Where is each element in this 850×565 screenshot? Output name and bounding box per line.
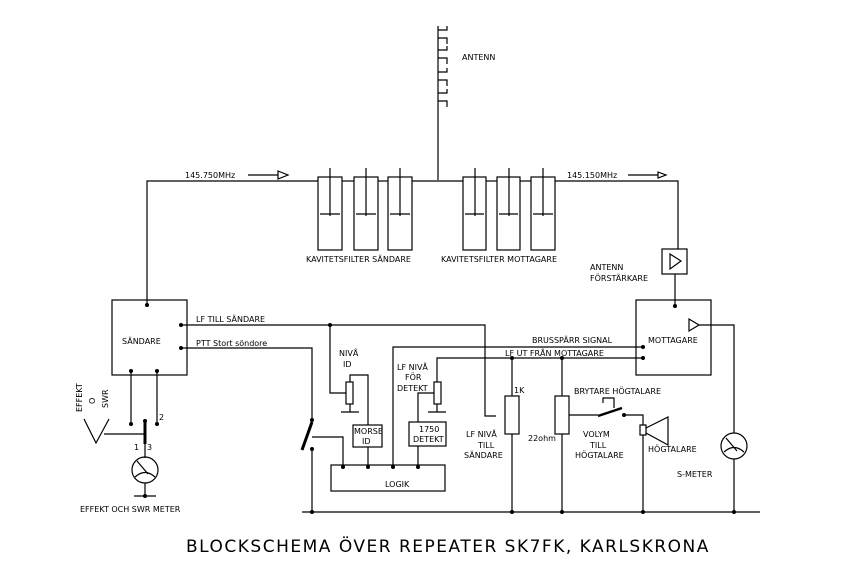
lf-to-transmitter-label: LF TILL SÄNDARE	[196, 314, 265, 324]
detector-1750-block	[408, 421, 447, 447]
s-meter-label: S-METER	[677, 470, 713, 479]
antenna-preamp-block	[661, 248, 688, 275]
lf-out-receiver-label: LF UT FRÅN MOTTAGARE	[505, 347, 604, 358]
morse-id-label-2: ID	[362, 437, 371, 446]
r22-label: 22ohm	[528, 434, 556, 443]
cavity-filter-tx-label: KAVITETSFILTER SÄNDARE	[306, 254, 411, 264]
lf-level-tx-label-2: TILL	[477, 441, 495, 450]
speaker-icon	[639, 416, 669, 447]
level-id-label-1: NIVÅ	[339, 347, 359, 358]
level-id-label-2: ID	[343, 360, 352, 369]
ptt-label: PTT Stort söndore	[196, 339, 267, 348]
morse-id-label-1: MORSE	[354, 427, 383, 436]
s-meter-icon	[720, 432, 748, 460]
tx-feed-wire	[146, 180, 318, 305]
logic-block	[330, 464, 446, 492]
preamp-label-2: FÖRSTÄRKARE	[590, 273, 648, 283]
detector-1750-label-2: DETEKT	[413, 435, 444, 444]
receiver-amp-icon	[688, 317, 701, 333]
swr-label-1: EFFEKT	[75, 383, 84, 412]
switch-pos-1: 1	[134, 443, 139, 452]
lf-level-detect-label-3: DETEKT	[397, 384, 428, 393]
tx-frequency: 145.750MHz	[185, 171, 235, 180]
lf-level-tx-label-1: LF NIVÅ	[466, 428, 497, 439]
cavity-filter-tx-group	[317, 168, 413, 251]
squelch-signal-label: BRUSSPÄRR SIGNAL	[532, 335, 613, 345]
cavity-filter-rx-label: KAVITETSFILTER MOTTAGARE	[441, 255, 557, 264]
logic-label: LOGIK	[385, 480, 410, 489]
swr-meter-label: EFFEKT OCH SWR METER	[80, 505, 181, 514]
transmit-antenna-icon	[83, 418, 110, 445]
rx-feed-wire	[555, 180, 679, 249]
receiver-block	[635, 299, 712, 376]
amplifier-icon	[669, 252, 683, 271]
lf-level-tx-potentiometer	[504, 395, 520, 435]
rx-direction-arrow-icon	[628, 171, 668, 179]
swr-meter-icon	[131, 456, 159, 484]
volume-label-2: TILL	[589, 441, 607, 450]
receiver-label: MOTTAGARE	[648, 336, 698, 345]
lf-level-detect-potentiometer	[433, 381, 442, 405]
volume-label-3: HÖGTALARE	[575, 450, 624, 460]
lf-level-detect-label-1: LF NIVÅ	[397, 361, 428, 372]
r1k-label: 1K	[514, 386, 525, 395]
lf-level-tx-label-3: SÄNDARE	[464, 450, 503, 460]
transmitter-label: SÄNDARE	[122, 336, 161, 346]
swr-label-3: SWR	[101, 389, 110, 408]
cavity-filter-rx-group	[462, 168, 556, 251]
antenna-label: ANTENN	[462, 53, 495, 62]
speaker-switch	[597, 406, 623, 418]
transmitter-block	[111, 299, 188, 376]
rx-frequency: 145.150MHz	[567, 171, 617, 180]
preamp-label-1: ANTENN	[590, 263, 623, 272]
volume-label-1: VOLYM	[583, 430, 610, 439]
lf-level-detect-label-2: FÖR	[405, 372, 422, 382]
speaker-switch-label: BRYTARE HÖGTALARE	[574, 386, 661, 396]
volume-potentiometer	[554, 395, 570, 435]
tx-direction-arrow-icon	[248, 170, 290, 180]
swr-label-2: O	[88, 398, 97, 404]
speaker-label: HÖGTALARE	[648, 444, 697, 454]
detector-1750-label-1: 1750	[419, 425, 439, 434]
level-id-potentiometer	[345, 381, 354, 405]
antenna-icon	[437, 26, 448, 180]
ptt-switch	[300, 421, 314, 451]
switch-pos-3: 3	[147, 443, 152, 452]
diagram-title: BLOCKSCHEMA ÖVER REPEATER SK7FK, KARLSKR…	[186, 535, 710, 557]
switch-pos-2: 2	[159, 413, 164, 422]
